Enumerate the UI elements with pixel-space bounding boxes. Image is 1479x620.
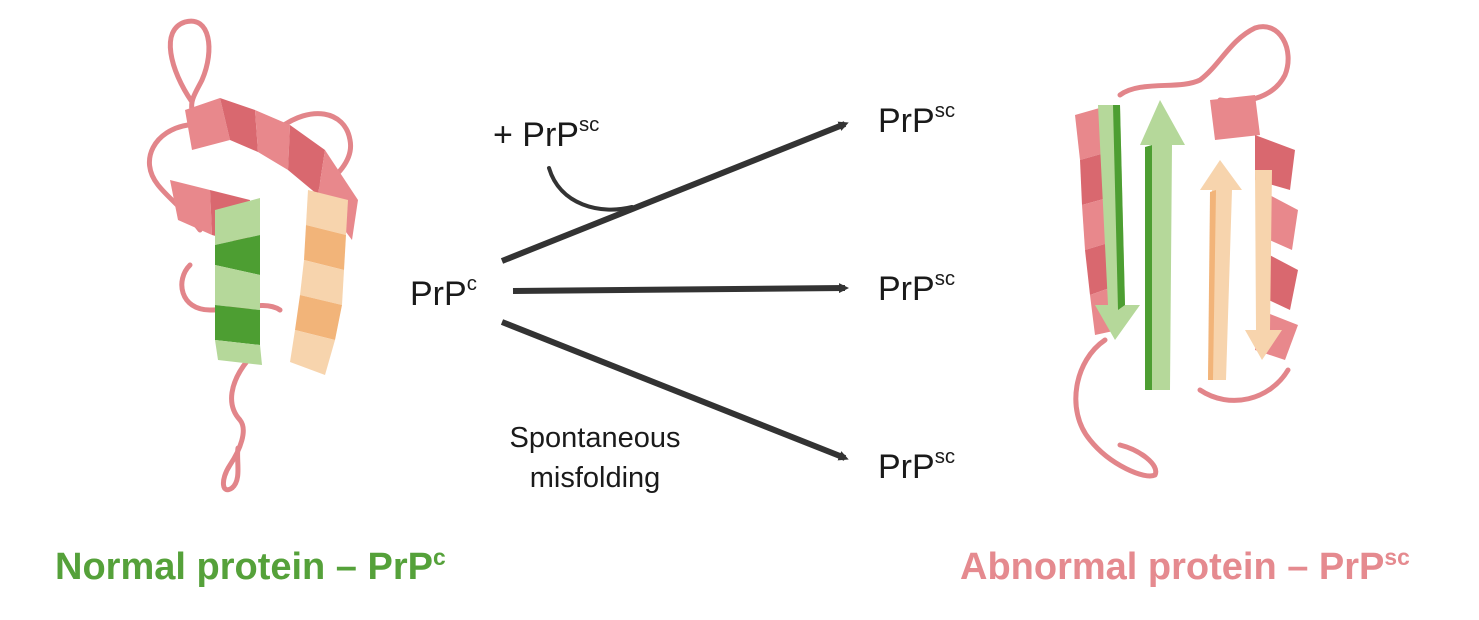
caption-abnormal-protein: Abnormal protein – PrPsc [960,545,1410,588]
prpsc-catalyst-curve [547,166,634,212]
caption-abnormal-sup: sc [1384,543,1410,570]
target-bottom-base: PrP [878,448,935,486]
cofactor-label-base: + PrP [493,116,579,154]
caption-normal-protein: Normal protein – PrPc [55,545,446,588]
target-prpsc-bottom: PrPsc [878,447,955,486]
arrow-to-bottom-prpsc [500,319,849,461]
target-bottom-sup: sc [934,445,956,468]
normal-loop-bottom [221,357,251,493]
source-label-sup: c [466,272,477,295]
abnormal-loop-right [1197,367,1291,403]
normal-green-helix [215,198,262,365]
target-prpsc-middle: PrPsc [878,269,955,308]
cofactor-label: + PrPsc [493,115,599,154]
normal-orange-helix [290,190,348,375]
target-top-base: PrP [878,102,935,140]
source-label-base: PrP [410,275,467,313]
cofactor-label-sup: sc [578,113,600,136]
caption-normal-sup: c [432,543,446,570]
target-prpsc-top: PrPsc [878,101,955,140]
normal-loop-mid [179,262,283,313]
source-prpc-label: PrPc [410,274,477,313]
caption-normal-base: Normal protein – PrP [55,546,433,588]
arrow-to-top-prpsc [500,121,849,264]
spontaneous-line-2: misfolding [529,462,661,494]
abnormal-protein-illustration [1073,24,1298,479]
target-middle-sup: sc [934,267,956,290]
spontaneous-line-1: Spontaneous [509,422,681,454]
arrow-to-middle-prpsc [512,283,849,294]
normal-loop-top [167,18,212,113]
target-top-sup: sc [934,99,956,122]
normal-protein-illustration [146,18,358,493]
abnormal-green-strands [1095,100,1185,390]
caption-abnormal-base: Abnormal protein – PrP [960,546,1385,588]
abnormal-loop-top [1117,24,1291,104]
spontaneous-misfolding-label: Spontaneous misfolding [480,418,710,498]
abnormal-orange-strands [1200,160,1282,380]
target-middle-base: PrP [878,270,935,308]
abnormal-loop-bottom [1073,337,1159,479]
